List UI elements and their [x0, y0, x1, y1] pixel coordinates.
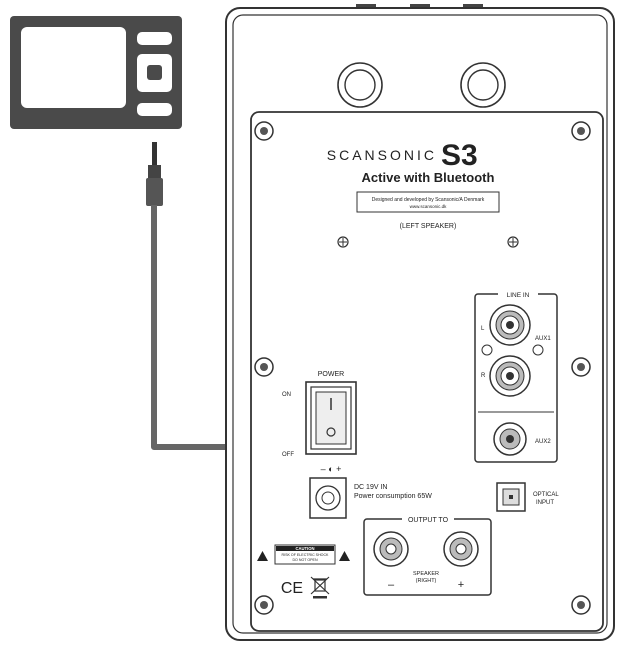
aux1-label: AUX1 [535, 336, 551, 342]
cabinet-inner [232, 14, 608, 634]
speaker-terminal-negative[interactable] [373, 531, 409, 567]
optical-input-line2: INPUT [536, 500, 554, 506]
brand-model: S3 [441, 139, 478, 172]
plate-screw-mid-right [571, 357, 591, 377]
plate-screw-bottom-right [571, 595, 591, 615]
rca-left-jack[interactable] [489, 304, 531, 346]
speaker-terminal-positive[interactable] [443, 531, 479, 567]
optical-input: OPTICAL INPUT [496, 482, 559, 512]
output-speaker-line2: (RIGHT) [416, 578, 437, 584]
line-in-led-left [481, 344, 493, 356]
aux2-jack[interactable] [493, 422, 527, 456]
weee-bin-icon [310, 576, 330, 599]
device-button-top [137, 32, 172, 45]
power-off-label: OFF [282, 452, 294, 458]
optical-input-line1: OPTICAL [533, 492, 559, 498]
line-in-section: LINE IN L AUX1 R [474, 289, 558, 463]
power-switch[interactable] [305, 381, 357, 455]
output-section: OUTPUT TO SPEAKER (RIGHT) – + [363, 514, 492, 596]
designed-note-line2: www.scansonic.dk [410, 204, 448, 209]
designed-note-box [356, 191, 500, 213]
output-speaker-line1: SPEAKER [413, 571, 439, 577]
warning-exclaim-right: ! [344, 556, 346, 562]
plate-screw-bottom-left [254, 595, 274, 615]
output-minus-label: – [388, 579, 395, 591]
caution-title: CAUTION [295, 546, 314, 551]
speaker-back-panel: SCANSONIC S3 Active with Bluetooth Desig… [225, 4, 615, 641]
aux2-label: AUX2 [535, 439, 551, 445]
label-screw-left [337, 236, 349, 248]
warning-triangle-left-icon [257, 551, 268, 561]
plate-screw-mid-left [254, 357, 274, 377]
output-title: OUTPUT TO [408, 517, 449, 524]
ce-mark: CE [281, 580, 303, 597]
device-screen [21, 27, 126, 108]
plate-screw-top-right [571, 121, 591, 141]
audio-source-device [10, 16, 182, 129]
brand-tagline: Active with Bluetooth [362, 170, 495, 185]
power-title: POWER [318, 371, 344, 378]
warning-exclaim-left: ! [262, 556, 264, 562]
optical-input-jack[interactable] [496, 482, 526, 512]
dc-input: DC 19V IN Power consumption 65W [309, 477, 432, 519]
line-in-title: LINE IN [507, 292, 530, 299]
rca-right-jack[interactable] [489, 355, 531, 397]
dc-input-line2: Power consumption 65W [354, 493, 432, 500]
line-in-right-label: R [481, 373, 486, 379]
dc-input-jack[interactable] [309, 477, 347, 519]
caution-line2: DO NOT OPEN [292, 558, 317, 562]
output-plus-label: + [458, 579, 464, 591]
device-button-bottom [137, 103, 172, 116]
line-in-left-label: L [481, 326, 485, 332]
brand-name: SCANSONIC [327, 147, 437, 163]
plug-body-top [146, 178, 163, 206]
designed-note-line1: Designed and developed by Scansonic/A De… [372, 197, 485, 203]
label-screw-right [507, 236, 519, 248]
plug-sleeve-top [148, 165, 161, 179]
line-in-led-right [532, 344, 544, 356]
bass-port-right [460, 62, 506, 108]
caution-label: ! CAUTION RISK OF ELECTRIC SHOCK DO NOT … [257, 544, 350, 565]
bass-port-left [337, 62, 383, 108]
caution-line1: RISK OF ELECTRIC SHOCK [282, 553, 330, 557]
plug-tip-top [152, 142, 157, 166]
device-dial-center [147, 65, 162, 80]
speaker-type-label: (LEFT SPEAKER) [400, 223, 457, 230]
plate-screw-top-left [254, 121, 274, 141]
power-on-label: ON [282, 392, 291, 398]
warning-triangle-right-icon [339, 551, 350, 561]
dc-input-line1: DC 19V IN [354, 484, 387, 491]
power-section: POWER ON OFF – ◐ + [282, 371, 357, 474]
power-polarity: – ◐ + [321, 464, 342, 474]
